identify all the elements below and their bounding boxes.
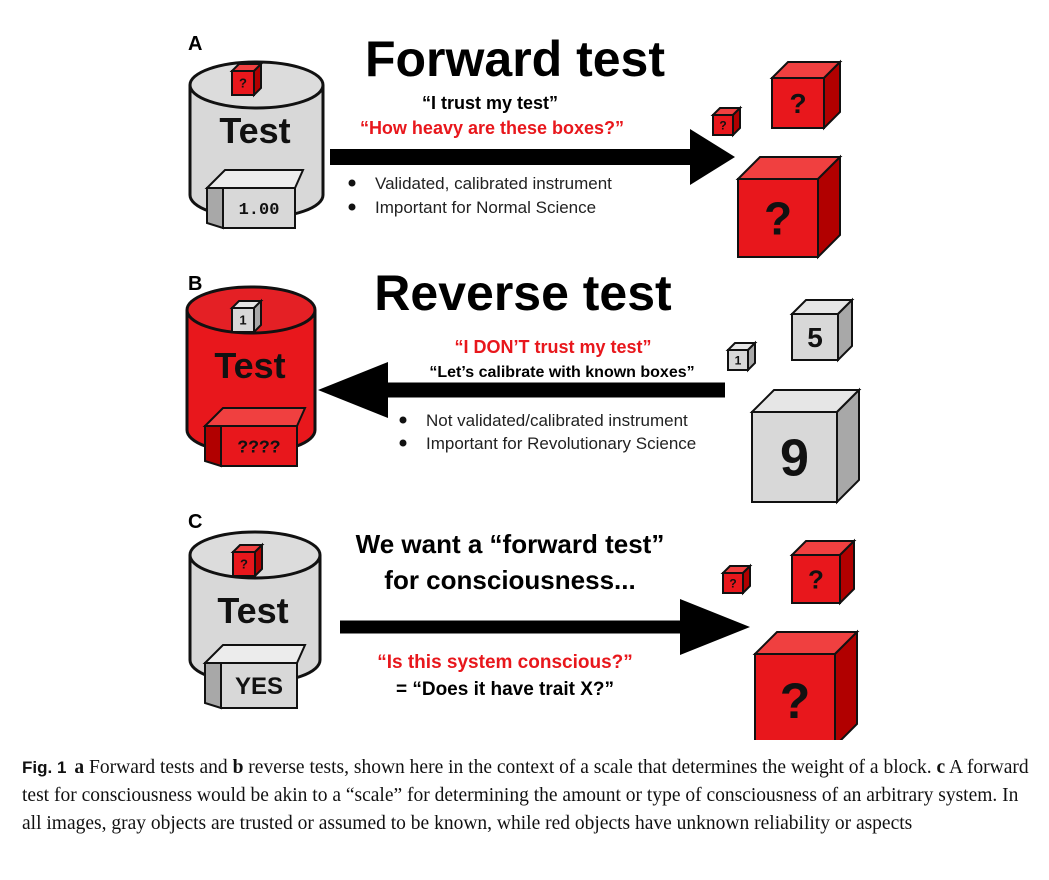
panel-b-cylinder-label: Test [214,345,285,386]
panel-a-cylinder-label: Test [219,110,290,151]
panel-a-bullet: Validated, calibrated instrument [375,174,612,193]
medium-known-cube-label: 5 [807,322,823,353]
readout-box: ???? [202,407,307,468]
small-known-cube-label: 1 [735,353,742,367]
top-cube-icon-label: ? [239,76,247,91]
panel-label-a: A [188,33,202,55]
caption-part-b: b [232,757,244,778]
large-known-cube: 9 [749,387,862,505]
forward-arrow [340,599,750,655]
large-known-cube-label: 9 [780,430,809,488]
top-cube-icon-label: ? [240,557,248,572]
readout-box: 1.00 [204,169,305,230]
panel-c-trait: = “Does it have trait X?” [396,679,614,700]
caption-part-c: c [936,757,946,778]
figure-caption: Fig. 1 a Forward tests and b reverse test… [22,754,1032,838]
top-cube-icon: 1 [229,298,264,335]
top-cube-icon: ? [230,542,265,579]
panel-a-title: Forward test [365,31,665,87]
small-known-cube: 1 [725,340,758,373]
small-unknown-cube: ? [710,105,743,138]
caption-text: A forward test for consciousness would b… [22,757,1029,834]
panel-c-title-line1: We want a “forward test” [356,529,665,559]
caption-text: Forward tests and [84,757,233,778]
small-unknown-cube-label: ? [729,576,736,590]
panel-b-bullet: Important for Revolutionary Science [426,434,696,453]
panel-label-c: C [188,511,202,533]
panel-c-cylinder-label: Test [217,590,288,631]
panel-b-calibrate: “Let’s calibrate with known boxes” [429,364,694,381]
medium-unknown-cube: ? [769,59,843,131]
reverse-arrow [318,362,725,418]
readout-box: YES [202,644,307,710]
readout-box-value: ???? [237,438,280,458]
panel-c-title-line2: for consciousness... [384,565,635,595]
top-cube-icon: ? [229,61,264,98]
large-unknown-cube: ? [752,629,860,740]
bullet-dot [399,439,407,447]
bullet-dot [348,203,356,211]
panel-c-question: “Is this system conscious?” [377,652,633,673]
medium-known-cube: 5 [789,297,855,363]
bullet-dot [399,416,407,424]
readout-box-value: YES [235,673,283,700]
panel-a-question: “How heavy are these boxes?” [360,118,624,138]
panel-a-quote: “I trust my test” [422,93,558,113]
panel-b-quote: “I DON’T trust my test” [454,337,651,357]
medium-unknown-cube: ? [789,538,857,606]
panel-b-bullet: Not validated/calibrated instrument [426,411,688,430]
bullet-dot [348,179,356,187]
panel-label-b: B [188,273,202,295]
readout-box-value: 1.00 [239,201,280,220]
panel-a-bullet: Important for Normal Science [375,198,596,217]
caption-text: reverse tests, shown here in the context… [243,757,937,778]
caption-part-a: a [74,757,85,778]
large-unknown-cube-label: ? [764,193,792,245]
panel-b-title: Reverse test [374,265,672,321]
figure-diagram: ? 1.00??? 1???? 1 5 9? YES??? A Forward test T… [185,31,862,740]
figure-label: Fig. 1 [22,758,67,777]
large-unknown-cube: ? [735,154,843,260]
small-unknown-cube: ? [720,563,753,596]
large-unknown-cube-label: ? [780,673,811,729]
forward-arrow [330,129,735,185]
medium-unknown-cube-label: ? [789,88,806,119]
medium-unknown-cube-label: ? [808,564,824,594]
small-unknown-cube-label: ? [719,118,726,132]
top-cube-icon-label: 1 [239,313,246,328]
